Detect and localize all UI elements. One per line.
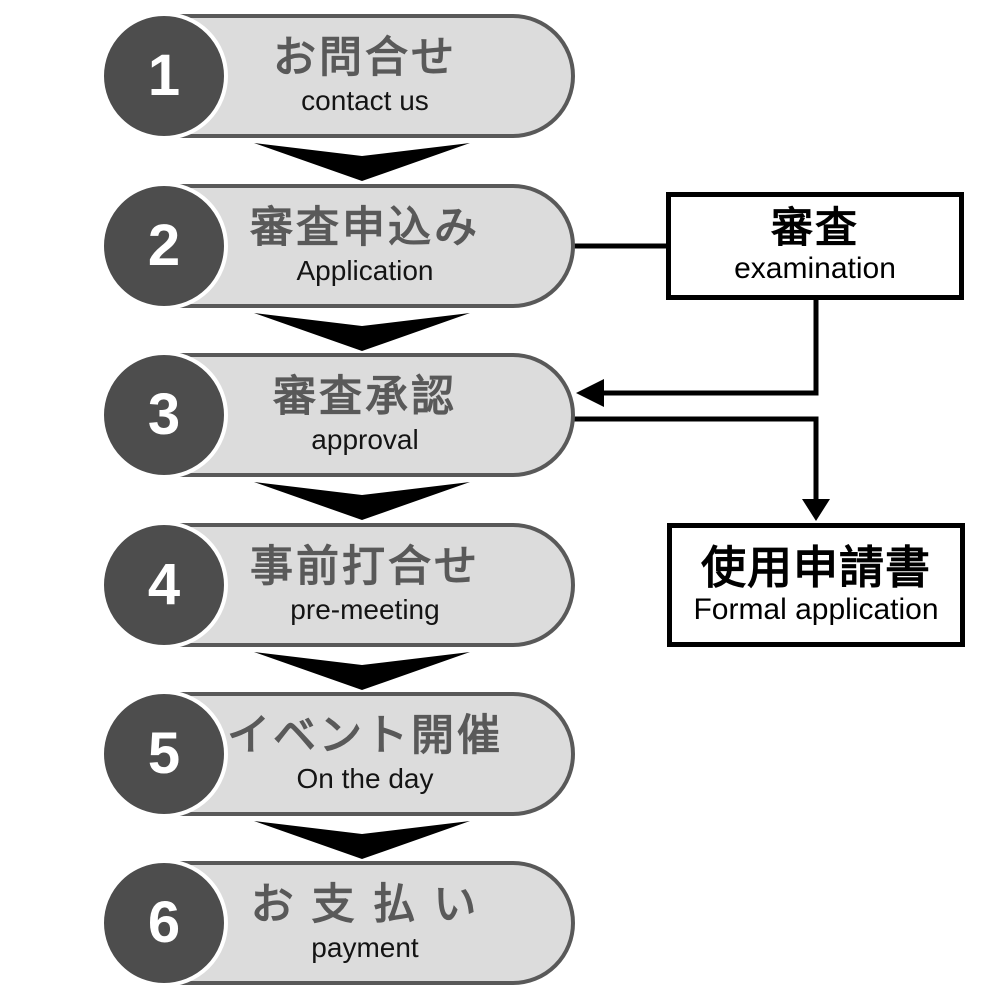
down-arrow-icon [254, 143, 470, 181]
step-title-ja: 審査申込み [250, 204, 480, 253]
step-title-ja: 審査承認 [273, 373, 457, 422]
step-number-badge: 1 [100, 12, 228, 140]
step-title-en: On the day [296, 762, 434, 794]
down-arrow-icon [254, 652, 470, 690]
examination-title-ja: 審査 [770, 204, 859, 252]
step-number-badge: 4 [100, 521, 228, 649]
step-number: 4 [147, 552, 181, 617]
step-number-badge: 5 [100, 690, 228, 818]
step-number: 5 [147, 721, 181, 786]
down-arrow-icon [254, 313, 470, 351]
step-6: お 支 払 い payment 6 [0, 859, 600, 987]
step-1: お問合せ contact us 1 [0, 12, 600, 140]
step-title-en: Application [296, 254, 434, 286]
step-5: イベント開催 On the day 5 [0, 690, 600, 818]
step-number-badge: 6 [100, 859, 228, 987]
step-number: 2 [147, 213, 181, 278]
step-number: 1 [147, 43, 181, 108]
connector-step3-to-formal-application [573, 416, 819, 504]
step-title-ja: イベント開催 [227, 712, 503, 761]
examination-title-en: examination [734, 252, 896, 286]
step-title-en: pre-meeting [290, 593, 440, 625]
step-title-ja: お 支 払 い [250, 881, 480, 930]
connector-examination-to-step3 [600, 300, 819, 396]
step-number-badge: 3 [100, 351, 228, 479]
formal-application-box: 使用申請書 Formal application [667, 523, 965, 647]
down-arrow-icon [254, 482, 470, 520]
step-4: 事前打合せ pre-meeting 4 [0, 521, 600, 649]
step-number: 6 [147, 890, 181, 955]
step-title-en: contact us [301, 84, 429, 116]
step-number: 3 [147, 382, 181, 447]
step-3: 審査承認 approval 3 [0, 351, 600, 479]
step-title-en: payment [311, 931, 419, 963]
examination-box: 審査 examination [666, 192, 964, 300]
step-number-badge: 2 [100, 182, 228, 310]
formal-application-title-ja: 使用申請書 [700, 541, 931, 593]
step-2: 審査申込み Application 2 [0, 182, 600, 310]
step-title-ja: 事前打合せ [250, 543, 480, 592]
step-title-en: approval [311, 423, 419, 455]
formal-application-title-en: Formal application [693, 593, 939, 626]
step-title-ja: お問合せ [273, 34, 457, 83]
down-arrow-icon [254, 821, 470, 859]
arrowhead-down-icon [802, 499, 830, 521]
